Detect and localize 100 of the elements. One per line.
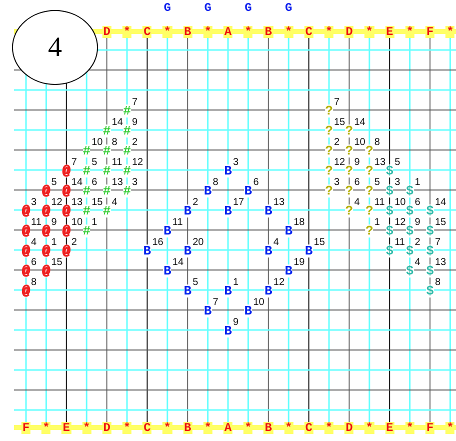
performer-symbol: #	[82, 204, 90, 218]
performer-symbol: @	[42, 204, 50, 218]
performer-symbol: B	[204, 304, 212, 318]
performer-symbol: B	[143, 244, 152, 258]
performer-symbol: ?	[325, 164, 333, 178]
performer-symbol: B	[163, 264, 172, 278]
performer-number: 14	[354, 118, 366, 128]
performer-number: 7	[435, 238, 441, 248]
performer-number: 15	[92, 198, 103, 208]
performer-number: 8	[435, 278, 441, 288]
performer-number: 4	[354, 198, 360, 208]
performer-symbol: $	[426, 224, 434, 238]
performer-symbol: #	[82, 184, 90, 198]
performer-symbol: B	[304, 244, 313, 258]
performer-symbol: B	[264, 204, 272, 218]
performer-number: 17	[233, 198, 244, 208]
performer-number: 18	[294, 218, 305, 228]
performer-number: 10	[71, 218, 83, 228]
performer-symbol: B	[244, 184, 252, 198]
performer-number: 1	[51, 238, 57, 248]
performer-number: 10	[92, 138, 103, 148]
yard-letter: C	[304, 26, 314, 38]
performer-number: 6	[414, 198, 420, 208]
performer-number: 6	[354, 178, 360, 188]
performer-number: 8	[31, 278, 37, 288]
performer-number: 9	[132, 118, 138, 128]
performer-number: 13	[112, 178, 123, 188]
performer-number: 1	[374, 218, 380, 228]
performer-number: 5	[51, 178, 57, 188]
performer-symbol: #	[102, 184, 111, 198]
performer-symbol: #	[102, 144, 111, 158]
performer-number: 9	[354, 158, 360, 168]
performer-symbol: @	[22, 264, 30, 278]
performer-symbol: B	[284, 224, 292, 238]
performer-number: 12	[132, 158, 144, 168]
performer-number: 13	[435, 258, 446, 268]
performer-symbol: #	[123, 184, 131, 198]
performer-symbol: ?	[345, 144, 354, 158]
performer-number: 7	[212, 298, 218, 308]
performer-symbol: B	[204, 184, 212, 198]
performer-number: 6	[253, 178, 259, 188]
performer-symbol: @	[42, 244, 50, 258]
performer-symbol: $	[406, 264, 414, 278]
performer-number: 15	[314, 238, 325, 248]
yard-letter: B	[183, 26, 192, 38]
performer-symbol: $	[406, 224, 414, 238]
performer-number: 12	[273, 278, 285, 288]
performer-symbol: $	[386, 204, 394, 218]
performer-number: 10	[253, 298, 264, 308]
performer-symbol: @	[22, 284, 30, 298]
performer-symbol: #	[82, 224, 90, 238]
performer-number: 1	[414, 178, 420, 188]
performer-number: 2	[192, 198, 198, 208]
performer-number: 11	[172, 218, 183, 228]
performer-symbol: ?	[325, 124, 333, 138]
performer-symbol: B	[284, 264, 292, 278]
yard-letter: D	[102, 26, 112, 38]
yard-letter: D	[344, 422, 354, 434]
performer-symbol: ?	[325, 104, 333, 118]
performer-symbol: #	[123, 124, 131, 138]
performer-number: 5	[394, 158, 400, 168]
performer-number: 4	[414, 258, 420, 268]
performer-number: 14	[435, 198, 446, 208]
performer-number: 8	[374, 138, 380, 148]
performer-symbol: $	[426, 284, 434, 298]
set-number: 4	[48, 32, 62, 64]
performer-symbol: #	[82, 164, 90, 178]
performer-letter: G	[164, 2, 171, 14]
performer-number: 15	[51, 258, 62, 268]
performer-symbol: ?	[365, 224, 374, 238]
performer-symbol: $	[386, 184, 394, 198]
performer-symbol: $	[426, 264, 434, 278]
performer-number: 11	[112, 158, 122, 168]
performer-number: 2	[414, 238, 420, 248]
performer-number: 2	[71, 238, 77, 248]
performer-symbol: @	[42, 224, 50, 238]
performer-symbol: ?	[345, 184, 354, 198]
performer-symbol: B	[264, 244, 272, 258]
performer-number: 8	[112, 138, 118, 148]
performer-symbol: B	[224, 324, 232, 338]
performer-number: 15	[334, 118, 346, 128]
yard-letter: E	[385, 26, 394, 38]
performer-number: 4	[273, 238, 279, 248]
performer-symbol: B	[224, 284, 232, 298]
performer-symbol: $	[406, 244, 414, 258]
performer-symbol: $	[426, 244, 434, 258]
yard-letter: A	[223, 26, 233, 38]
performer-number: 5	[192, 278, 198, 288]
yard-letter: B	[264, 26, 273, 38]
performer-letter: G	[285, 2, 292, 14]
performer-number: 3	[233, 158, 239, 168]
yard-letter: D	[102, 422, 112, 434]
performer-number: 4	[31, 238, 37, 248]
performer-symbol: #	[102, 124, 111, 138]
performer-symbol: #	[123, 144, 131, 158]
performer-symbol: ?	[345, 204, 354, 218]
performer-symbol: @	[22, 244, 30, 258]
performer-symbol: @	[62, 184, 70, 198]
performer-symbol: @	[42, 184, 50, 198]
performer-symbol: ?	[365, 184, 374, 198]
